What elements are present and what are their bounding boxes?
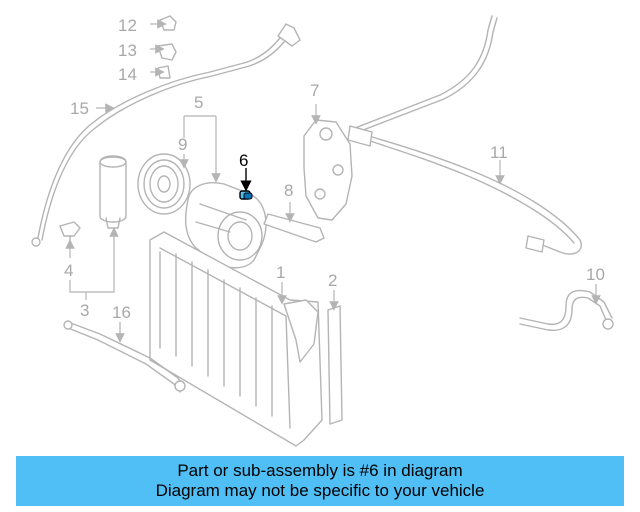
part-5-compressor (184, 182, 267, 269)
callout-2: 2 (328, 271, 337, 290)
part-2-seal (327, 305, 343, 425)
callout-9: 9 (178, 135, 187, 154)
part-13-bracket (157, 43, 177, 61)
part-12-clip (159, 15, 177, 31)
part-1-condenser (149, 231, 323, 447)
callout-4: 4 (64, 261, 73, 280)
callout-13: 13 (118, 41, 137, 60)
part-7-bracket (303, 119, 353, 221)
callout-14: 14 (118, 65, 137, 84)
parts-diagram: 12 13 14 15 5 9 6 7 8 11 10 4 3 16 1 2 (31, 15, 614, 447)
callout-15: 15 (70, 99, 89, 118)
part-15-hose (31, 23, 301, 247)
part-9-clutch-pulley (137, 153, 191, 215)
banner-line-1: Part or sub-assembly is #6 in diagram (177, 461, 463, 480)
callout-8: 8 (284, 181, 293, 200)
callout-7: 7 (310, 81, 319, 100)
part-16-pipe (63, 320, 186, 393)
part-4-switch (59, 221, 81, 243)
callout-12: 12 (118, 16, 137, 35)
callout-5: 5 (194, 93, 203, 112)
part-10-pipe (519, 289, 614, 332)
banner-line-2: Diagram may not be specific to your vehi… (155, 481, 485, 500)
info-banner: Part or sub-assembly is #6 in diagram Di… (16, 456, 624, 506)
part-11-hose (347, 15, 582, 255)
part-6-fitting-highlighted (239, 190, 253, 200)
callout-3: 3 (80, 301, 89, 320)
callout-16: 16 (112, 303, 131, 322)
callout-6: 6 (239, 151, 248, 170)
callout-1: 1 (276, 263, 285, 282)
part-3-receiver-drier (99, 155, 127, 229)
part-8-rod (263, 213, 325, 243)
callout-11: 11 (490, 143, 508, 162)
callout-10: 10 (586, 265, 605, 284)
